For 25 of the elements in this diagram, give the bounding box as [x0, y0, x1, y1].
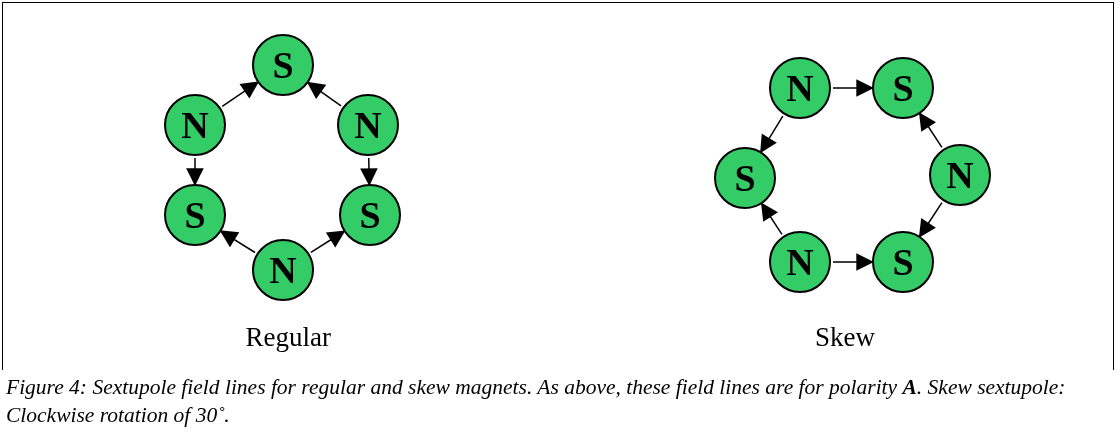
field-line-arrow: [186, 157, 204, 187]
magnet-pole-circle: S: [339, 184, 401, 246]
field-line-arrow: [218, 229, 256, 254]
magnet-pole-circle: N: [769, 57, 831, 119]
field-line-arrow: [760, 201, 783, 236]
field-line-arrow: [759, 115, 784, 154]
magnet-pole-circle: N: [164, 94, 226, 156]
magnet-pole-circle: S: [872, 231, 934, 293]
magnet-pole-circle: N: [929, 144, 991, 206]
diagram-label: Regular: [245, 322, 331, 353]
magnet-pole-circle: N: [337, 94, 399, 156]
magnet-pole-circle: S: [164, 184, 226, 246]
magnet-pole-circle: N: [769, 231, 831, 293]
field-line-arrow: [360, 157, 378, 187]
magnet-pole-circle: S: [252, 34, 314, 96]
field-line-arrow: [918, 111, 943, 149]
figure-caption: Figure 4: Sextupole field lines for regular and skew magnets. As above, these field lines are for polarity A. Skew sextupole: Clockwise rotation of 30˚.: [6, 374, 1067, 429]
magnet-pole-circle: S: [872, 57, 934, 119]
magnet-pole-circle: N: [252, 239, 314, 301]
magnet-pole-circle: S: [714, 147, 776, 209]
diagram-label: Skew: [815, 322, 875, 353]
field-line-arrow: [918, 201, 943, 239]
field-line-arrow: [305, 80, 342, 107]
field-line-arrow: [221, 80, 260, 108]
field-line-arrow: [310, 229, 347, 254]
